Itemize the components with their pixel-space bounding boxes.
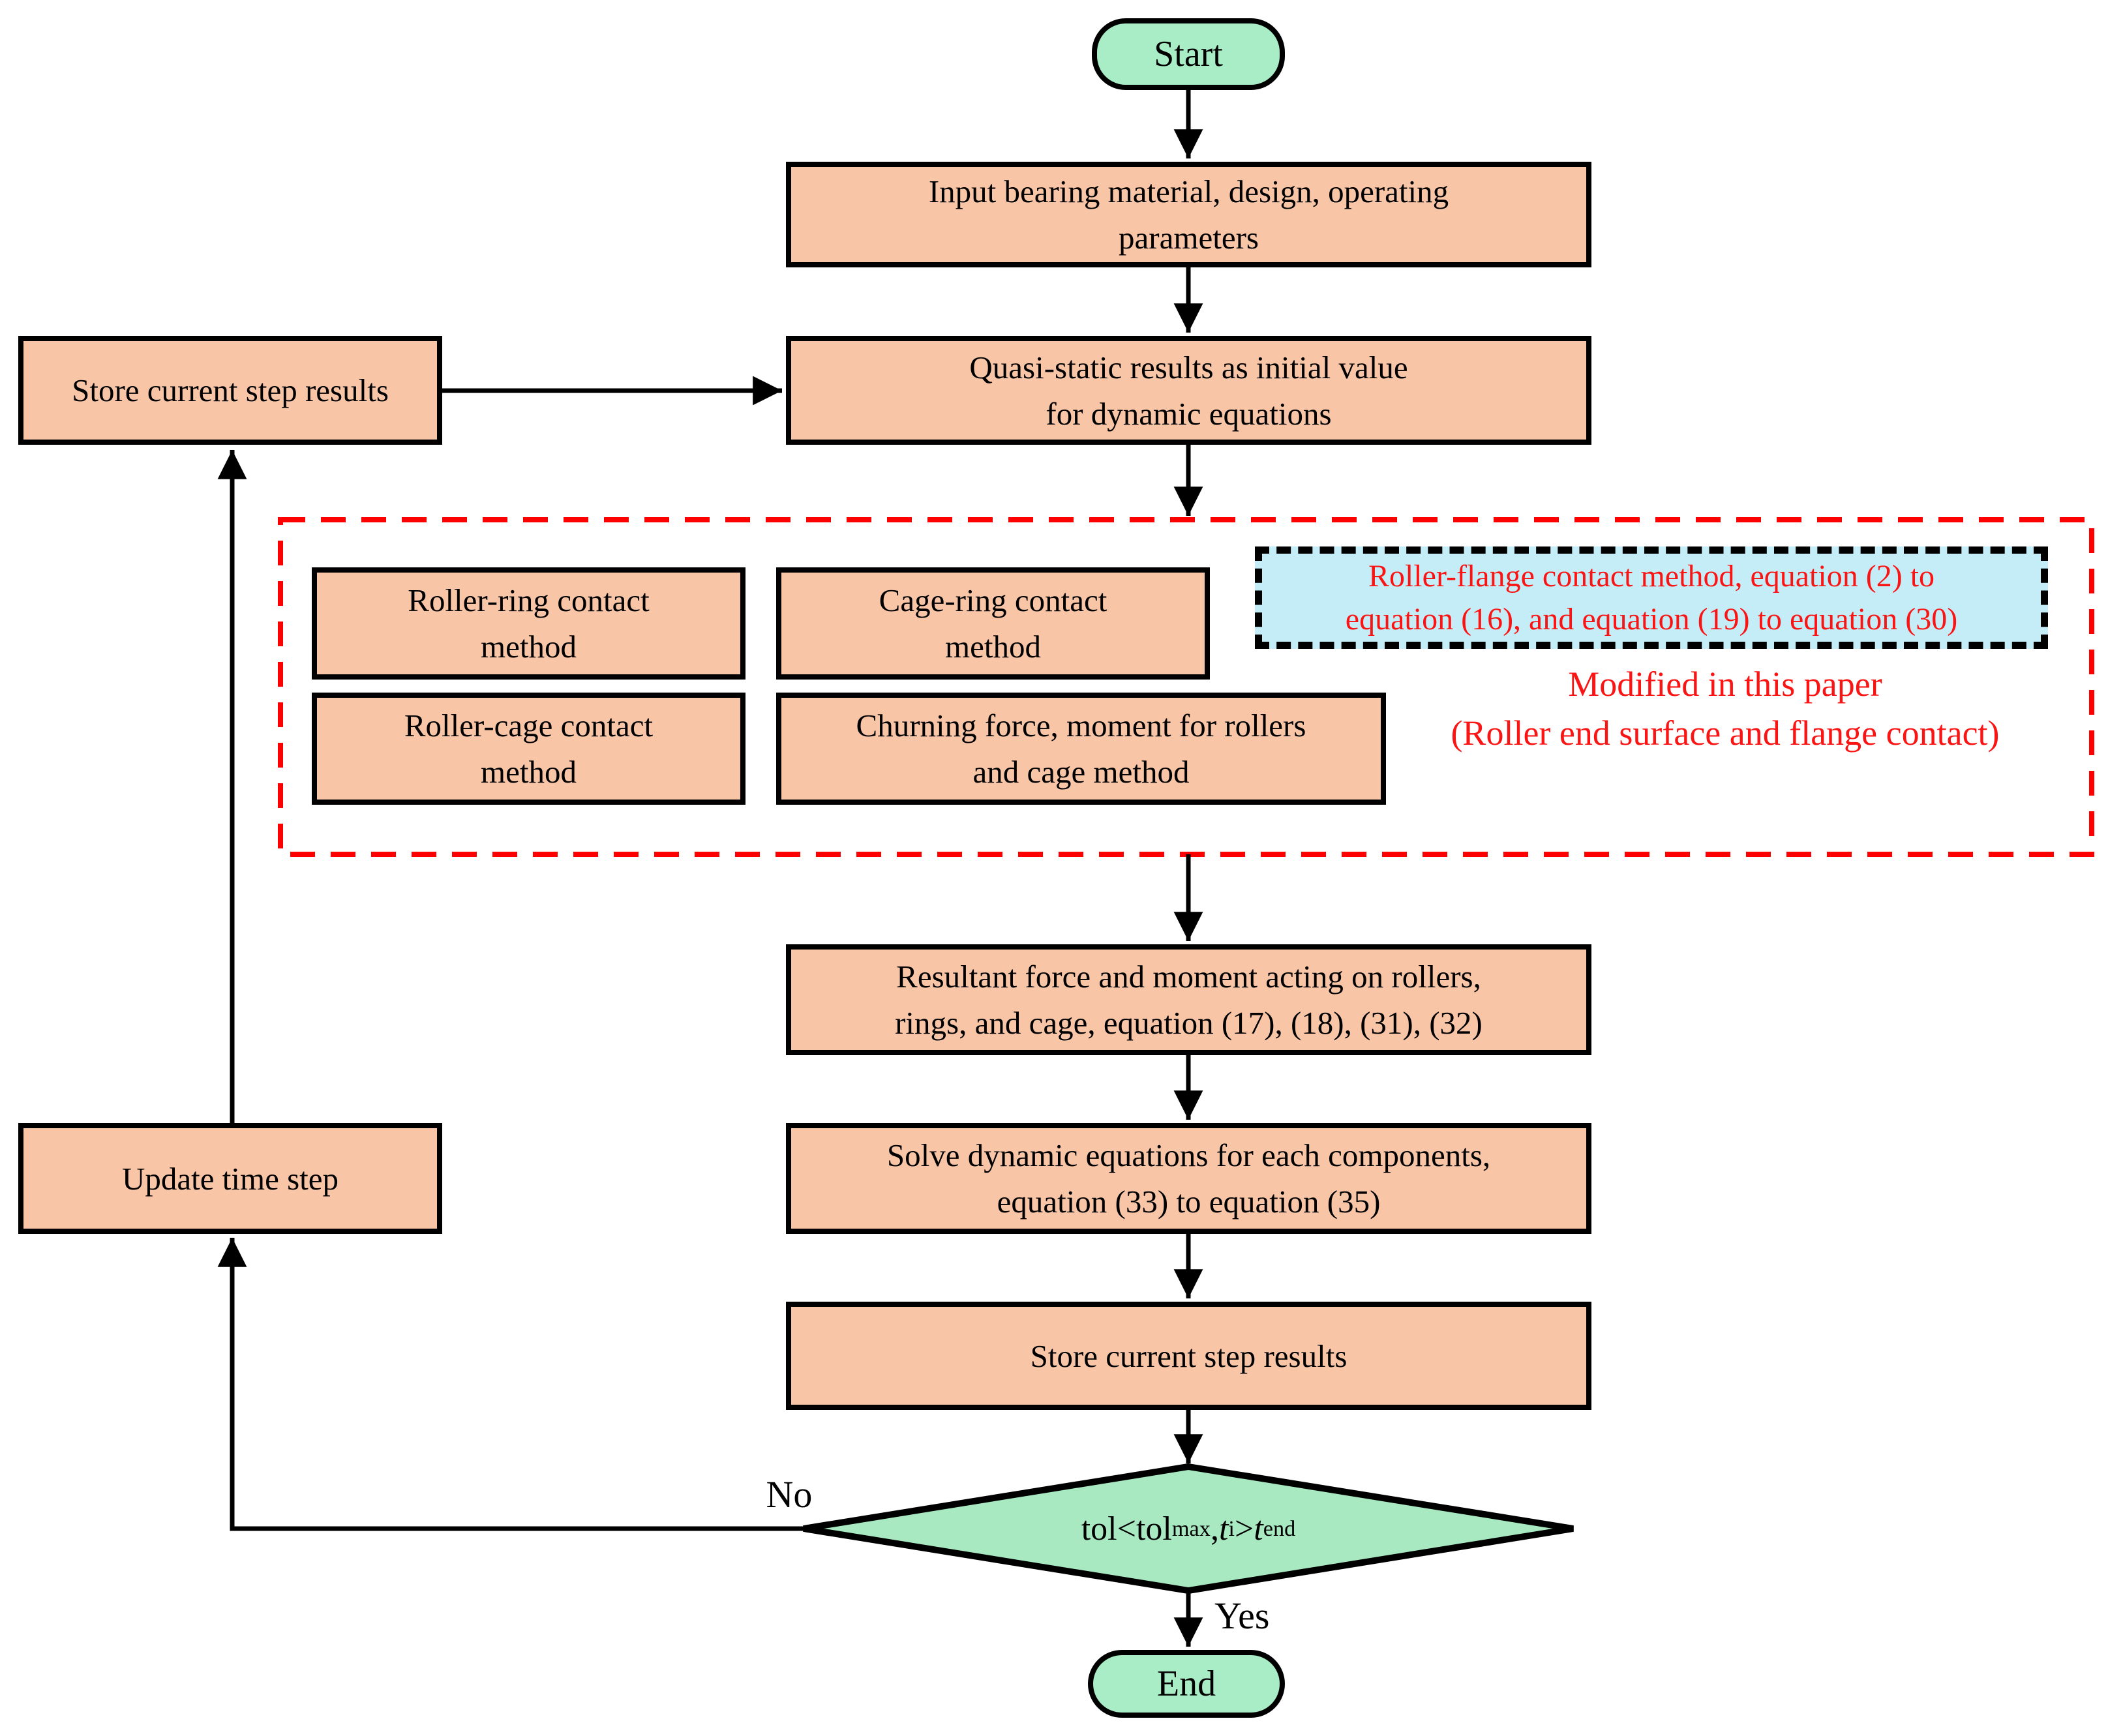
cage-ring-contact-node: Cage-ring contact method [776,567,1210,680]
decision-segment: tol<tol [1081,1510,1172,1548]
roller-flange-contact-node: Roller-flange contact method, equation (… [1255,546,2048,649]
edge-decision-no-to-update [217,1238,804,1531]
churning-force-node: Churning force, moment for rollers and c… [776,693,1386,805]
modified-note-line-1: Modified in this paper [1568,665,1882,704]
decision-segment: end [1263,1516,1296,1541]
roller-ring-contact-node: Roller-ring contact method [312,567,745,680]
update-time-step-node: Update time step [18,1123,442,1234]
start-node: Start [1092,18,1285,90]
solve-line-1: Solve dynamic equations for each compone… [886,1137,1491,1173]
update-time-label: Update time step [121,1160,339,1197]
input-line-2: parameters [1119,220,1259,256]
modified-note-line-2: (Roller end surface and flange contact) [1451,713,2000,753]
quasi-static-node: Quasi-static results as initial value fo… [786,336,1591,445]
quasi-line-1: Quasi-static results as initial value [969,349,1408,385]
roller-ring-line-1: Roller-ring contact [408,582,650,618]
roller-cage-contact-node: Roller-cage contact method [312,693,745,805]
yes-branch-label: Yes [1214,1594,1270,1637]
quasi-line-2: for dynamic equations [1046,395,1332,432]
churning-line-1: Churning force, moment for rollers [856,708,1306,743]
roller-flange-line-1: Roller-flange contact method, equation (… [1368,558,1935,593]
roller-cage-line-2: method [481,754,577,790]
start-label: Start [1154,34,1223,74]
roller-ring-line-2: method [481,629,577,665]
roller-flange-line-2: equation (16), and equation (19) to equa… [1345,601,1958,636]
resultant-line-1: Resultant force and moment acting on rol… [896,959,1481,995]
cage-ring-line-2: method [945,629,1041,665]
cage-ring-line-1: Cage-ring contact [879,582,1107,618]
roller-cage-line-1: Roller-cage contact [404,708,654,743]
modified-note: Modified in this paper (Roller end surfa… [1396,660,2055,758]
decision-segment: , [1210,1510,1219,1548]
end-label: End [1156,1664,1216,1704]
decision-segment: t [1254,1510,1263,1548]
store-results-left-node: Store current step results [18,336,442,445]
solve-dynamic-node: Solve dynamic equations for each compone… [786,1123,1591,1234]
solve-line-2: equation (33) to equation (35) [997,1184,1381,1220]
input-line-1: Input bearing material, design, operatin… [928,173,1449,209]
input-parameters-node: Input bearing material, design, operatin… [786,162,1591,267]
decision-diamond [803,1463,1574,1594]
decision-segment: i [1228,1516,1235,1541]
resultant-line-2: rings, and cage, equation (17), (18), (3… [895,1005,1483,1041]
decision-segment: > [1234,1510,1254,1548]
end-node: End [1088,1650,1285,1718]
store-bottom-label: Store current step results [1030,1338,1348,1374]
decision-segment: t [1218,1510,1229,1548]
decision-segment: max [1171,1516,1211,1541]
resultant-force-node: Resultant force and moment acting on rol… [786,944,1591,1055]
store-results-bottom-node: Store current step results [786,1302,1591,1410]
churning-line-2: and cage method [972,754,1190,790]
no-branch-label: No [766,1473,813,1516]
store-left-label: Store current step results [72,372,389,408]
